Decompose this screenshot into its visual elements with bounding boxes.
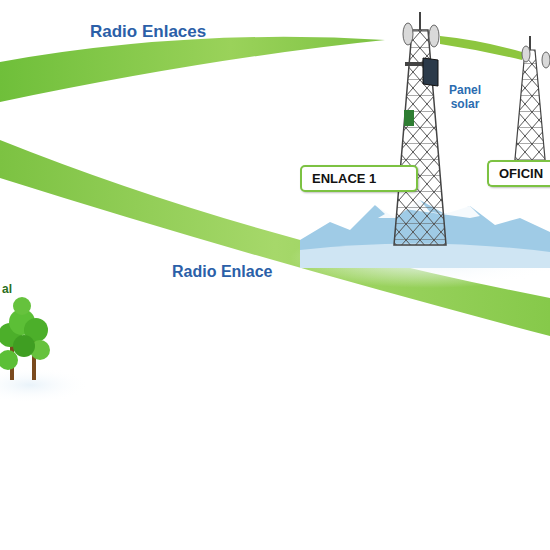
- radio-beam: [0, 140, 550, 336]
- site-name: OFICIN: [499, 166, 543, 181]
- tower: [394, 12, 446, 245]
- radio-beam: [440, 36, 522, 60]
- equipment-box: [404, 110, 414, 126]
- beam-label: Radio Enlaces: [90, 22, 206, 42]
- component-label: Panel solar: [445, 84, 485, 112]
- beam-label: Radio Enlace: [172, 263, 272, 281]
- tower: [514, 36, 550, 170]
- solar-panel: [423, 58, 438, 86]
- site-name: ENLACE 1: [312, 171, 376, 186]
- mountain: [300, 243, 550, 268]
- antenna-dish: [429, 25, 439, 47]
- antenna-dish: [403, 23, 413, 45]
- trees: [0, 297, 50, 380]
- antenna-dish: [542, 52, 550, 68]
- site-box: ENLACE 1: [300, 165, 418, 192]
- antenna-dish: [522, 46, 530, 62]
- site-label: al: [2, 282, 12, 296]
- radio-beam: [0, 37, 385, 102]
- site-box: OFICIN: [487, 160, 550, 187]
